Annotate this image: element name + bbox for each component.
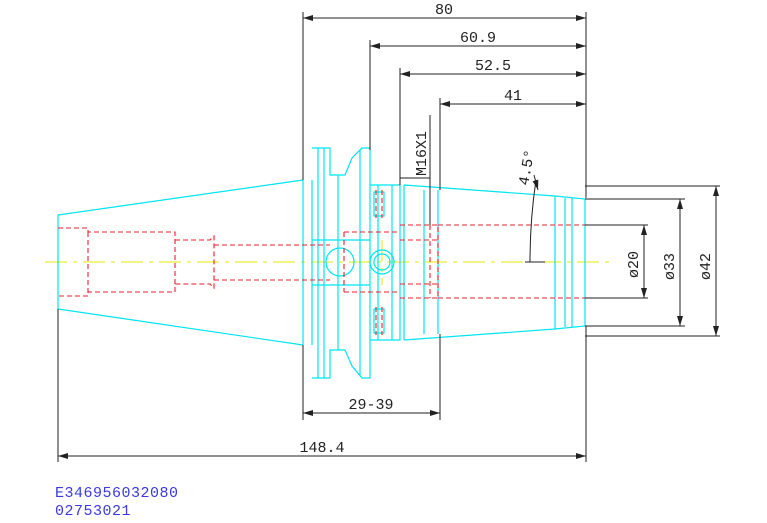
centerline [45,240,610,285]
drive-slot-circle [325,247,355,277]
dia42-label: ø42 [698,253,715,280]
order-number: 02753021 [55,503,132,520]
tool-outline [57,147,586,379]
part-number: E346956032080 [55,485,179,502]
dim-label-41: 41 [504,88,522,105]
thread-label: M16X1 [414,131,431,176]
range-label: 29-39 [348,397,393,414]
flange-body [312,147,371,379]
coolant-hole-circle [369,249,395,275]
dia20-label: ø20 [626,251,643,278]
body [370,184,401,341]
hidden-lines [58,190,585,335]
dia33-label: ø33 [662,253,679,280]
taper-shank [57,179,304,346]
dimension-labels: 80 60.9 52.5 41 M16X1 4.5° ø20 ø33 ø42 2… [299,2,715,457]
dim-label-60-9: 60.9 [460,30,496,47]
dim-label-52-5: 52.5 [475,58,511,75]
total-length-label: 148.4 [299,440,344,457]
dimension-lines [57,12,720,462]
dim-label-80: 80 [435,2,453,19]
angle-label: 4.5° [516,148,539,186]
nose-taper [403,184,586,341]
